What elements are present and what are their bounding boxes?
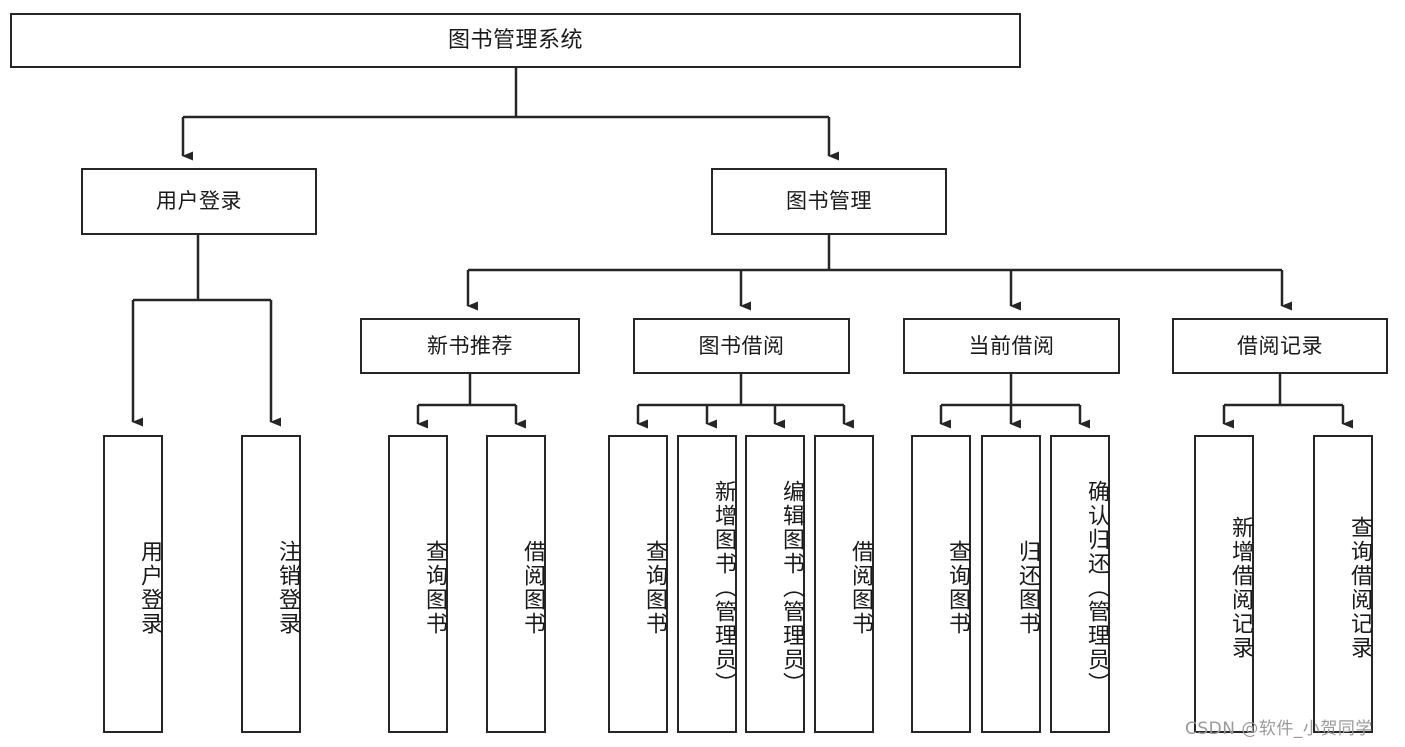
leaf-user-login-login[interactable]: 用户登录	[103, 435, 163, 733]
node-label: 当前借阅	[968, 333, 1055, 358]
leaf-new-book-borrow-book[interactable]: 借阅图书	[486, 435, 546, 733]
node-new-book-recommend[interactable]: 新书推荐	[360, 318, 580, 374]
leaf-book-borrow-edit-book-admin[interactable]: 编辑图书（管理员）	[745, 435, 805, 733]
leaf-borrow-record-add-record[interactable]: 新增借阅记录	[1194, 435, 1254, 733]
node-label: 查询借阅记录	[1347, 516, 1372, 660]
leaf-current-borrow-confirm-return-admin[interactable]: 确认归还（管理员）	[1050, 435, 1110, 733]
csdn-watermark: CSDN @软件_小贺同学	[1185, 719, 1373, 739]
leaf-current-borrow-return-book[interactable]: 归还图书	[981, 435, 1041, 733]
node-label: 借阅图书	[520, 540, 545, 636]
node-current-borrow[interactable]: 当前借阅	[903, 318, 1120, 374]
node-label: 新增图书（管理员）	[711, 480, 736, 696]
node-label: 注销登录	[275, 540, 300, 636]
node-label: 用户登录	[137, 540, 162, 636]
node-label: 确认归还（管理员）	[1084, 480, 1109, 696]
leaf-borrow-record-query-record[interactable]: 查询借阅记录	[1313, 435, 1373, 733]
node-book-borrow[interactable]: 图书借阅	[633, 318, 850, 374]
node-book-management[interactable]: 图书管理	[711, 168, 947, 235]
node-label: 查询图书	[945, 540, 970, 636]
leaf-book-borrow-add-book-admin[interactable]: 新增图书（管理员）	[677, 435, 737, 733]
node-label: 查询图书	[642, 540, 667, 636]
node-label: 新书推荐	[427, 333, 513, 358]
node-label: 用户登录	[156, 189, 242, 214]
leaf-new-book-query-book[interactable]: 查询图书	[388, 435, 448, 733]
node-label: 图书借阅	[698, 333, 785, 358]
leaf-user-login-logout[interactable]: 注销登录	[241, 435, 301, 733]
node-label: 归还图书	[1015, 540, 1040, 636]
node-label: 新增借阅记录	[1228, 516, 1253, 660]
node-borrow-record[interactable]: 借阅记录	[1172, 318, 1388, 374]
node-label: 借阅记录	[1237, 333, 1323, 358]
leaf-book-borrow-query-book[interactable]: 查询图书	[608, 435, 668, 733]
node-user-login[interactable]: 用户登录	[81, 168, 317, 235]
node-label: 编辑图书（管理员）	[779, 480, 804, 696]
node-label: 图书管理系统	[447, 27, 583, 53]
node-label: 查询图书	[422, 540, 447, 636]
leaf-current-borrow-query-book[interactable]: 查询图书	[911, 435, 971, 733]
node-label: 图书管理	[786, 189, 872, 214]
leaf-book-borrow-borrow-book[interactable]: 借阅图书	[814, 435, 874, 733]
node-root-book-management-system[interactable]: 图书管理系统	[10, 13, 1021, 68]
node-label: 借阅图书	[848, 540, 873, 636]
